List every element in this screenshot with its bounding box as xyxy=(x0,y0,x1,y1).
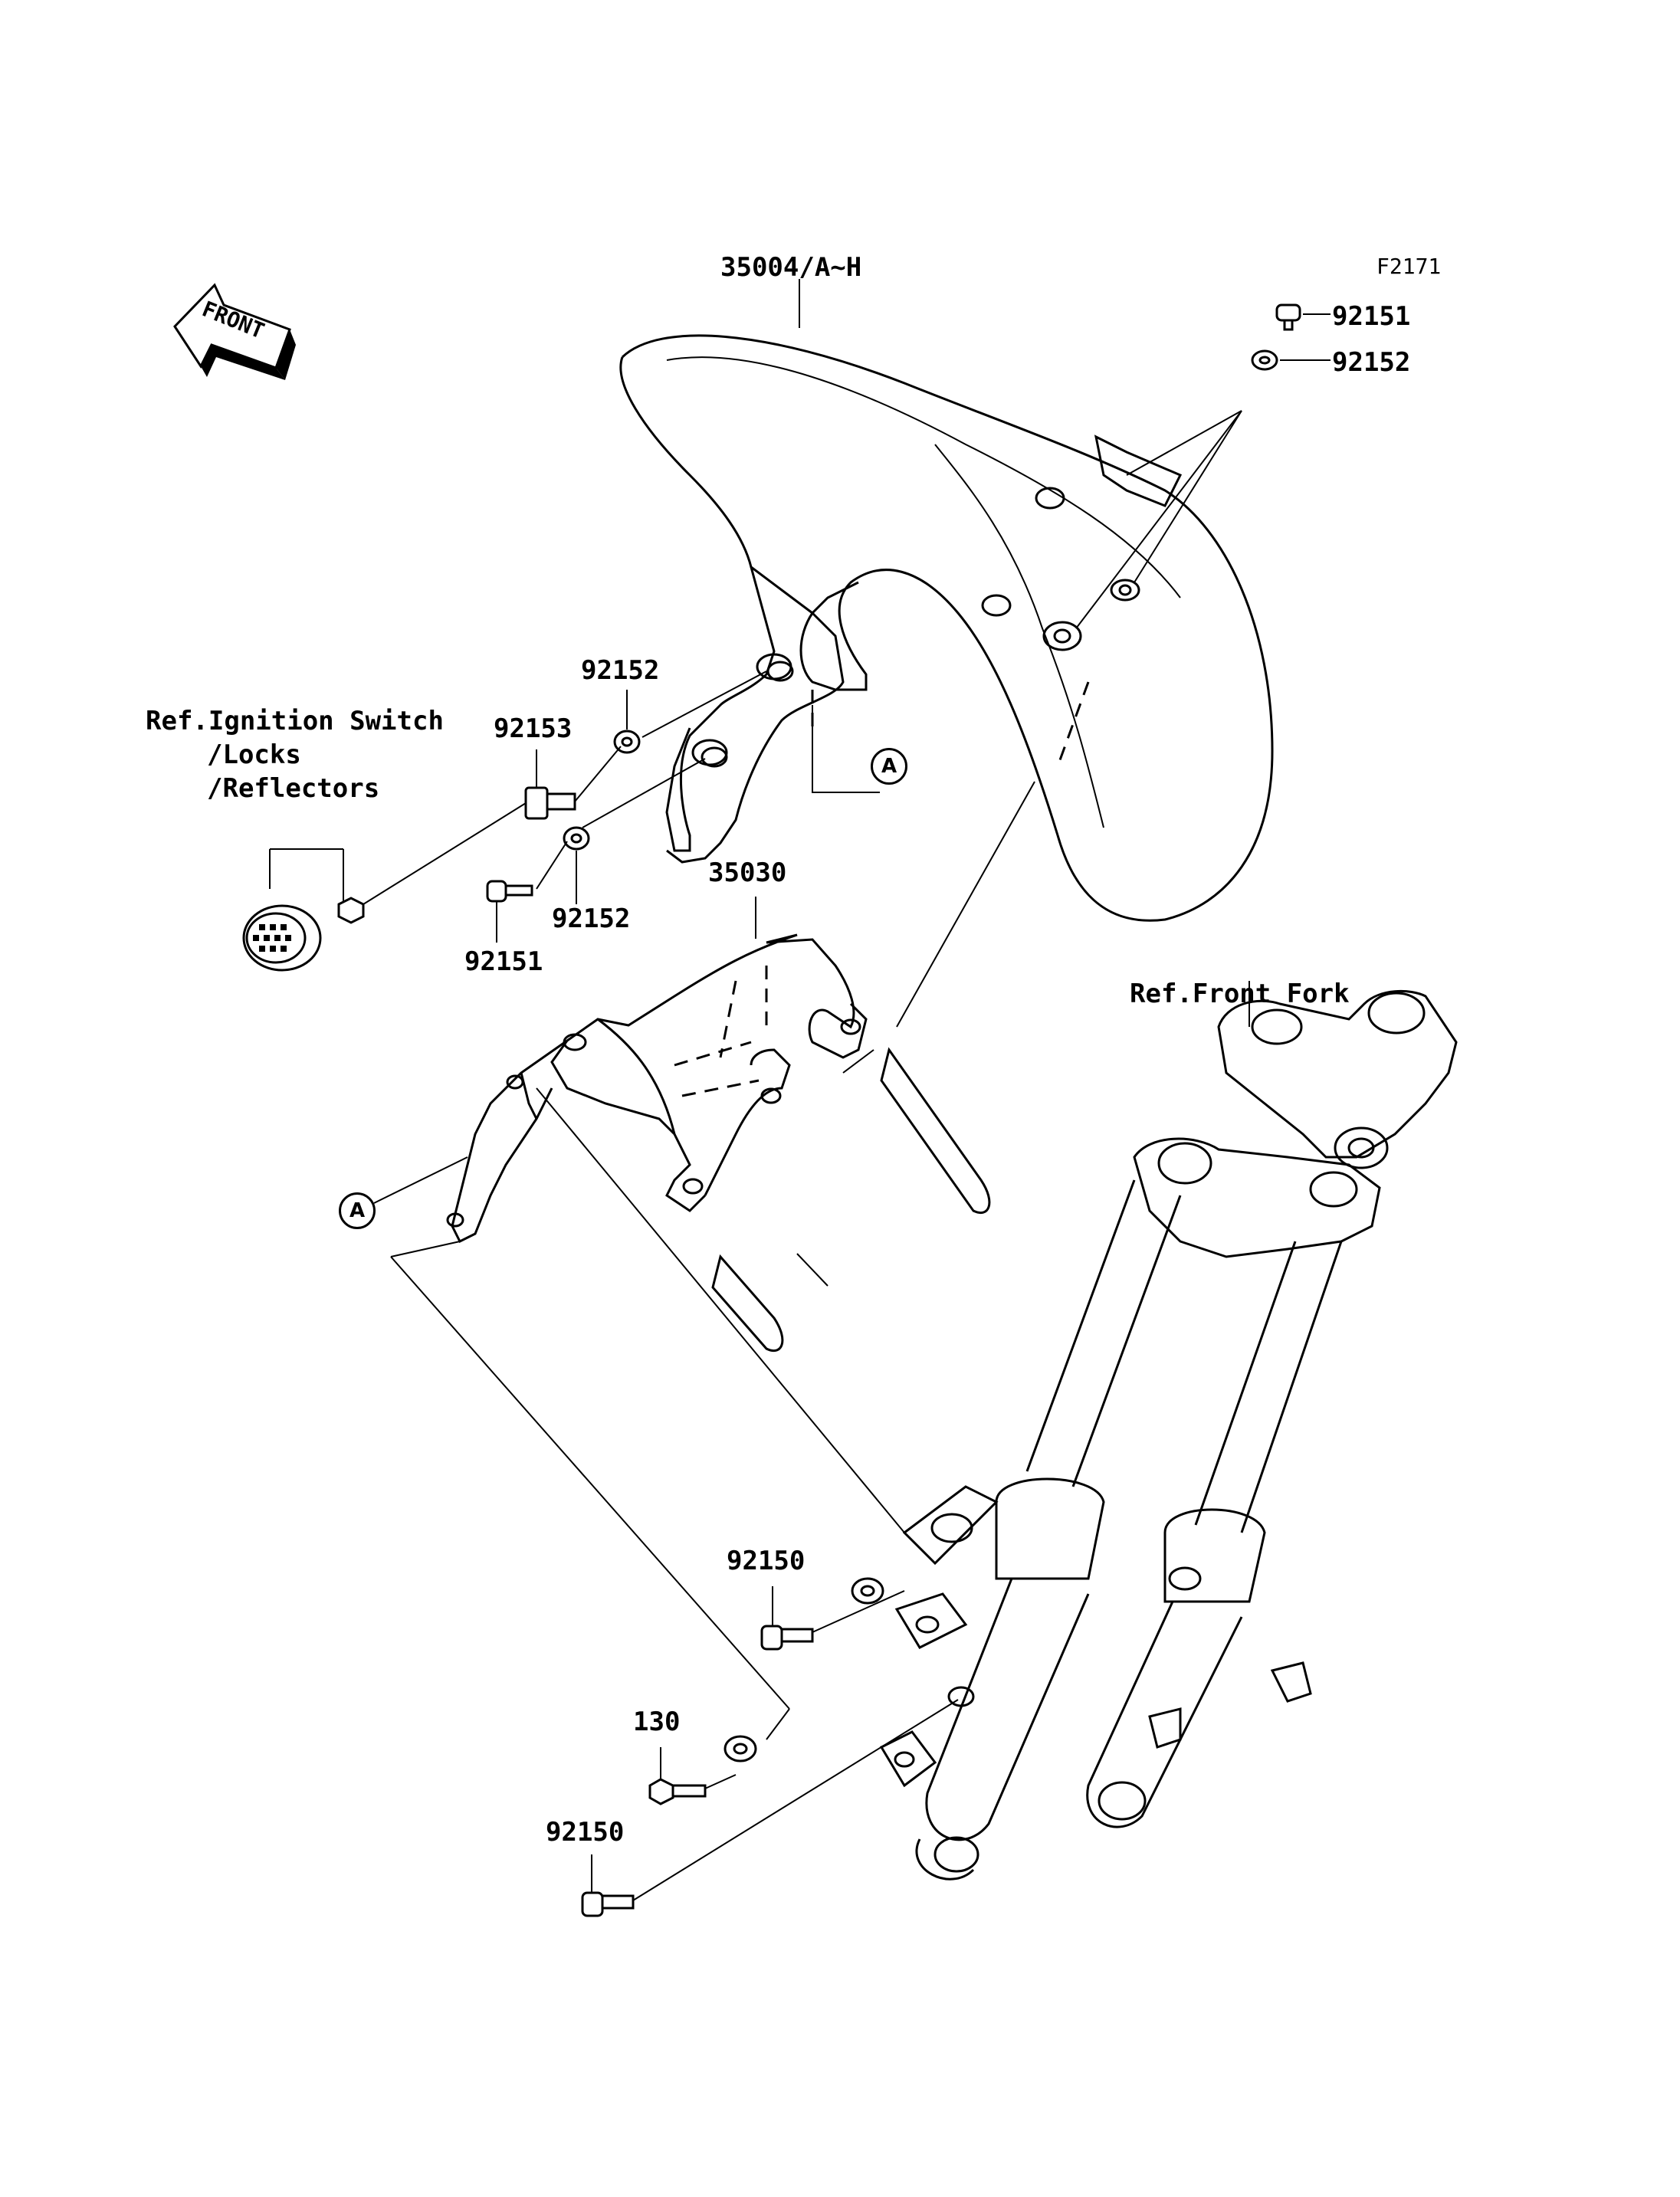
ref-ignition-line3: /Reflectors xyxy=(207,773,380,804)
figure-code: F2171 xyxy=(1376,254,1442,279)
washer-92152-low-icon xyxy=(563,826,590,851)
label-92151-top: 92151 xyxy=(1332,301,1411,332)
callout-a-upper: A xyxy=(871,748,907,785)
reflector-icon xyxy=(242,904,322,972)
front-fork-drawing xyxy=(879,989,1458,1881)
bolt-92151-low-icon xyxy=(486,880,533,903)
label-92153: 92153 xyxy=(494,713,573,744)
spacer-upper-icon xyxy=(851,1577,884,1605)
label-35004: 35004/A~H xyxy=(720,252,862,283)
bolt-92151-top-icon xyxy=(1275,303,1301,331)
ref-front-fork: Ref.Front Fork xyxy=(1130,979,1350,1009)
callout-a-lower: A xyxy=(339,1192,376,1229)
inner-fender-drawing xyxy=(446,933,991,1352)
label-92152-mid: 92152 xyxy=(581,655,660,686)
washer-92152-top-icon xyxy=(1251,349,1278,371)
bolt-92150-upper-icon xyxy=(760,1625,814,1651)
front-arrow-icon xyxy=(173,283,296,380)
label-92150-upper: 92150 xyxy=(727,1546,806,1576)
spacer-130-icon xyxy=(724,1735,757,1763)
label-92152-top: 92152 xyxy=(1332,347,1411,378)
front-fender-drawing xyxy=(619,334,1274,922)
bolt-130-icon xyxy=(648,1778,707,1805)
ref-ignition-line2: /Locks xyxy=(207,739,301,770)
label-35030: 35030 xyxy=(708,857,787,888)
ref-ignition-line1: Ref.Ignition Switch xyxy=(146,706,444,736)
label-92152-low: 92152 xyxy=(552,903,631,934)
label-92151-low: 92151 xyxy=(464,946,543,977)
label-92150-lower: 92150 xyxy=(546,1817,625,1848)
spacer-92153-icon xyxy=(524,786,576,820)
bolt-92150-lower-icon xyxy=(581,1891,635,1917)
label-130: 130 xyxy=(633,1707,681,1737)
nut-icon xyxy=(337,897,365,924)
